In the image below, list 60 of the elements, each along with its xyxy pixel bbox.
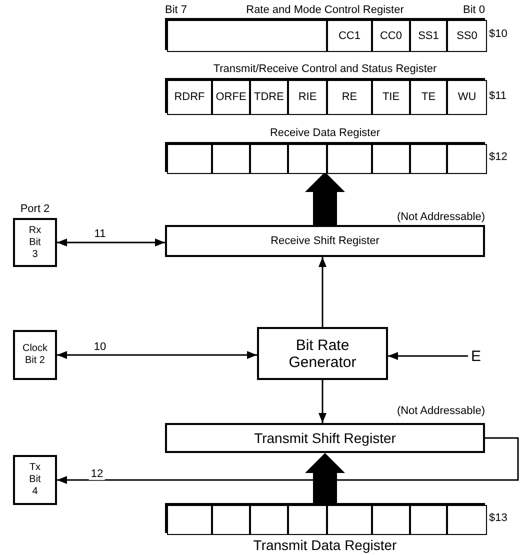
- double-arrow: [57, 351, 257, 359]
- bit-cell: SS1: [410, 20, 447, 52]
- bit-cell: TE: [410, 80, 447, 115]
- register-annotation: Bit 7: [165, 4, 188, 17]
- block-arrow: [305, 172, 345, 225]
- bit-cell: [250, 505, 288, 535]
- bit-cell: [212, 505, 250, 535]
- register-annotation: (Not Addressable): [396, 211, 485, 224]
- bit-cell: [327, 144, 372, 174]
- register-title: Receive Data Register: [270, 127, 380, 140]
- bit-cell: [372, 144, 410, 174]
- edge-label: 12: [88, 468, 106, 480]
- port-pin-box: Clock Bit 2: [13, 330, 57, 380]
- bit-cell: CC0: [372, 20, 410, 52]
- bit-cell: SS0: [447, 20, 487, 52]
- arrow: [318, 380, 326, 423]
- register-title: Rate and Mode Control Register: [246, 4, 404, 17]
- arrow: [57, 437, 519, 484]
- bit-cell: TDRE: [250, 80, 288, 115]
- bit-cell: [327, 505, 372, 535]
- port-pin-box: Tx Bit 4: [13, 455, 57, 505]
- bit-cell: TIE: [372, 80, 410, 115]
- register-annotation: $10: [489, 28, 508, 41]
- register-title: Transmit Data Register: [253, 537, 397, 553]
- bit-cell: [250, 144, 288, 174]
- bit-cell: [447, 144, 487, 174]
- bit-cell: [372, 505, 410, 535]
- signal-label: E: [468, 347, 484, 365]
- bit-cell: [410, 505, 447, 535]
- bit-cell: [212, 144, 250, 174]
- shift-register-box: Receive Shift Register: [165, 225, 485, 257]
- bit-cell: [288, 505, 327, 535]
- bit-cell: [167, 144, 212, 174]
- bit-cell: RDRF: [167, 80, 212, 115]
- register-annotation: $13: [489, 512, 508, 525]
- block-arrow: [305, 453, 345, 503]
- bit-cell: WU: [447, 80, 487, 115]
- register-title: Transmit/Receive Control and Status Register: [213, 63, 437, 76]
- bit-cell: [167, 505, 212, 535]
- port-pin-box: Rx Bit 3: [13, 218, 57, 267]
- register-annotation: $11: [489, 90, 507, 103]
- arrow: [318, 257, 326, 327]
- generator-box: Bit Rate Generator: [257, 327, 388, 380]
- bit-cell: RE: [327, 80, 372, 115]
- register-annotation: (Not Addressable): [396, 405, 485, 418]
- bit-cell: RIE: [288, 80, 327, 115]
- bit-cell: [167, 20, 327, 52]
- bit-cell: [410, 144, 447, 174]
- bit-cell: [288, 144, 327, 174]
- register-annotation: $12: [489, 151, 508, 164]
- bit-cell: CC1: [327, 20, 372, 52]
- register-annotation: Bit 0: [462, 4, 485, 17]
- bit-cell: ORFE: [212, 80, 250, 115]
- shift-register-box: Transmit Shift Register: [165, 423, 485, 453]
- register-title: Port 2: [20, 203, 50, 216]
- edge-label: 10: [92, 341, 108, 353]
- double-arrow: [57, 238, 165, 246]
- arrow: [388, 352, 468, 360]
- bit-cell: [447, 505, 487, 535]
- edge-label: 11: [92, 228, 108, 240]
